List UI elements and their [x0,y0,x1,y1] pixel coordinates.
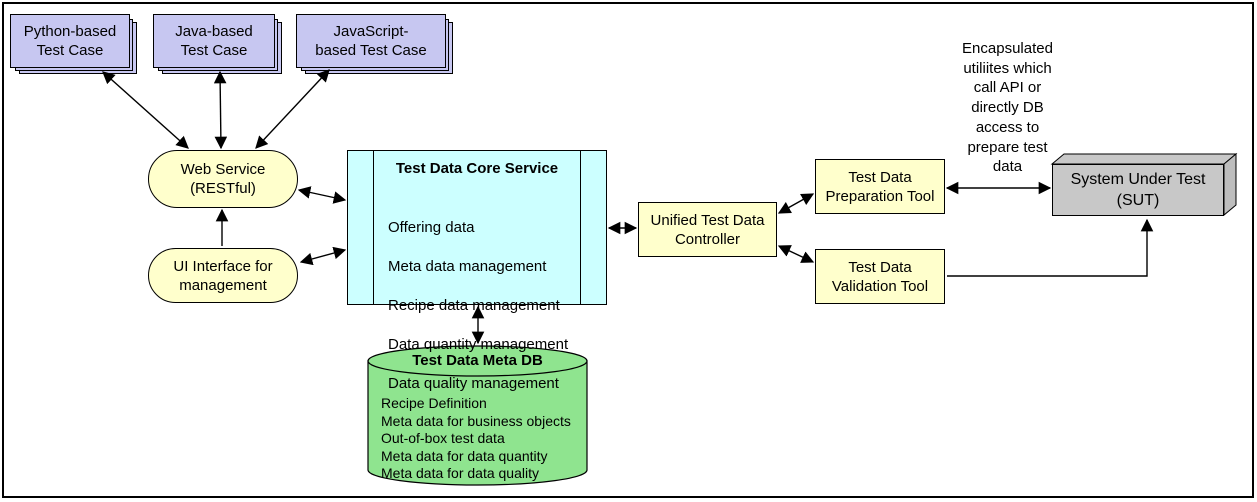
arrow-controller-validation [777,245,815,263]
meta-db-item: Meta data for data quantity [381,447,548,464]
core-service-item: Meta data management [388,257,547,275]
ui-interface-box: UI Interface for management [148,248,298,303]
preparation-tool-box: Test Data Preparation Tool [815,159,945,214]
sut-right-face [1223,152,1237,217]
core-service-divider-right [580,151,581,304]
arrow-validation-sut [947,218,1154,277]
core-service-title: Test Data Core Service [395,160,559,177]
core-service-divider-left [373,151,374,304]
test-case-box-java: Java-based Test Case [153,14,282,74]
arrow-java-webservice [213,70,228,150]
meta-db-item: Recipe Definition [381,395,487,411]
test-case-box-python: Python-based Test Case [10,14,137,74]
ui-interface-label: UI Interface for management [173,257,273,294]
core-service-item-list: Offering data Meta data management Recip… [388,198,568,414]
core-service-item: Offering data [388,218,475,236]
test-case-box-javascript: JavaScript- based Test Case [296,14,453,74]
core-service-item: Recipe data management [388,296,560,314]
meta-db-item: Meta data for business objects [381,412,571,429]
web-service-box: Web Service (RESTful) [148,150,298,208]
test-case-label-java: Java-based Test Case [175,23,253,59]
core-service-item: Data quality management [388,375,559,393]
meta-db-item: Meta data for data quality [381,465,539,482]
sut-label: System Under Test (SUT) [1070,171,1206,209]
core-service-box: Test Data Core Service Offering data Met… [347,150,607,392]
core-service-item: Data quantity management [388,336,569,354]
sut-box: System Under Test (SUT) [1052,164,1224,216]
test-case-label-javascript: JavaScript- based Test Case [315,23,427,59]
web-service-label: Web Service (RESTful) [180,161,266,197]
test-case-label-python: Python-based Test Case [23,23,117,59]
validation-tool-box: Test Data Validation Tool [815,249,945,304]
controller-label: Unified Test Data Controller [650,211,765,248]
arrow-javascript-webservice [255,69,330,149]
meta-db-cylinder-top [367,345,588,377]
meta-db-item-list: Recipe Definition Meta data for business… [381,395,571,483]
note-text: Encapsulated utiliites which call API or… [962,40,1053,176]
meta-db-cylinder-body [367,360,588,486]
meta-db-title: Test Data Meta DB [412,352,543,369]
arrow-python-webservice [102,71,189,149]
arrow-uiinterface-coreservice [299,246,347,266]
validation-tool-label: Test Data Validation Tool [831,258,929,295]
arrow-webservice-coreservice [297,186,347,204]
meta-db-item: Out-of-box test data [381,430,505,447]
preparation-tool-label: Test Data Preparation Tool [825,168,935,205]
controller-box: Unified Test Data Controller [638,202,777,257]
arrow-controller-preparation [777,193,815,214]
